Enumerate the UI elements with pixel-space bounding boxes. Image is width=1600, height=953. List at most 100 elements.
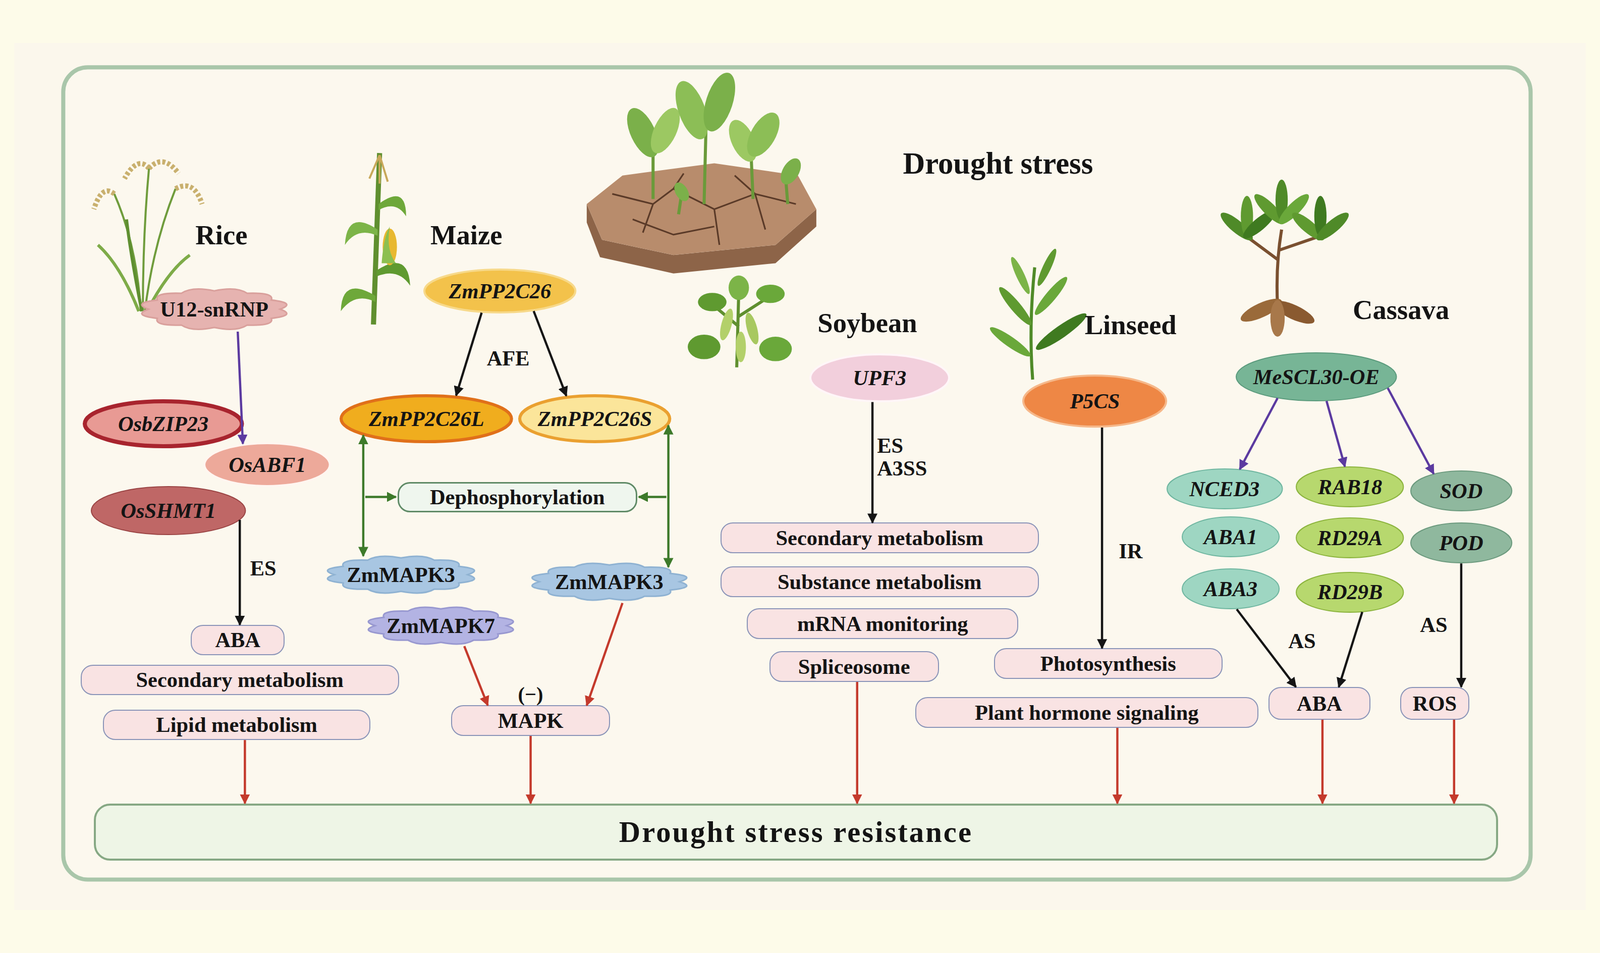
- ellipse-outline: [1296, 466, 1404, 507]
- rice-panicle: [124, 163, 150, 179]
- soybean-leaf: [756, 284, 786, 303]
- node-label: Substance metabolism: [777, 569, 982, 594]
- ellipse-outline: [204, 443, 330, 486]
- process-box: ROS: [1400, 686, 1470, 720]
- rice-panicle: [148, 161, 179, 174]
- process-box: MAPK: [451, 704, 611, 736]
- node-label: ZmPP2C26L: [368, 406, 485, 431]
- arrow-connector: [1100, 427, 1103, 648]
- ellipse-outline: [1236, 352, 1397, 401]
- maize-tassel: [369, 154, 388, 184]
- cloud-node: ZmMAPK3: [527, 560, 692, 603]
- plant-name: Rice: [195, 218, 248, 251]
- rice-panicle: [93, 190, 115, 209]
- cassava-root: [1270, 299, 1285, 337]
- edge-label: ES A3SS: [876, 434, 927, 480]
- gene-ellipse: POD: [1410, 522, 1513, 564]
- edge-label: IR: [1118, 539, 1143, 563]
- arrow-connector: [243, 739, 246, 803]
- process-box: Lipid metabolism: [102, 709, 371, 741]
- gene-ellipse: RAB18: [1295, 466, 1404, 508]
- arrow-connector: [1460, 563, 1463, 687]
- soybean-leaf: [728, 275, 749, 301]
- gene-ellipse: ZmPP2C26L: [339, 394, 514, 444]
- arrow-connector: [533, 310, 567, 396]
- ellipse-outline: [1410, 470, 1512, 511]
- ellipse-outline: [519, 395, 670, 442]
- arrow-connector: [362, 434, 365, 556]
- linseed-stem: [1030, 267, 1035, 380]
- ellipse-outline: [1023, 375, 1167, 427]
- cracked-earth: [586, 68, 817, 273]
- process-box: Dephosphorylation: [397, 481, 638, 513]
- arrow-connector: [456, 312, 482, 396]
- linseed-leaf: [1034, 247, 1060, 288]
- node-label: ZmPP2C26: [449, 278, 552, 304]
- gene-ellipse: RD29A: [1295, 517, 1404, 559]
- node-label: U12-snRNP: [159, 296, 269, 322]
- maize-plant: [340, 152, 411, 325]
- ellipse-outline: [424, 269, 576, 313]
- ellipse-outline: [1182, 568, 1280, 609]
- rice-leaf: [126, 219, 142, 312]
- cloud-outline: [368, 607, 514, 644]
- node-label: ABA: [1296, 690, 1343, 716]
- arrow-connector: [1326, 400, 1345, 467]
- node-label: MeSCL30-OE: [1253, 364, 1380, 390]
- arrow-connector: [667, 425, 670, 568]
- arrow-connector: [1116, 727, 1119, 804]
- gene-ellipse: OsbZIP23: [82, 399, 245, 449]
- soybean-leaf: [687, 334, 721, 360]
- ellipse-outline: [810, 354, 950, 402]
- node-label: Photosynthesis: [1040, 650, 1177, 676]
- soybean-pod: [717, 307, 736, 342]
- gene-ellipse: OsABF1: [203, 442, 331, 487]
- node-label: SOD: [1439, 478, 1483, 504]
- plant-name: Linseed: [1084, 308, 1177, 341]
- node-label: RD29A: [1317, 525, 1384, 550]
- cloud-outline: [141, 289, 287, 330]
- node-label: P5CS: [1069, 388, 1120, 414]
- node-label: Plant hormone signaling: [974, 699, 1199, 725]
- cloud-outline: [327, 556, 475, 593]
- process-box: Secondary metabolism: [720, 522, 1039, 554]
- node-label: Lipid metabolism: [155, 711, 318, 737]
- ellipse-outline: [84, 401, 242, 447]
- gene-ellipse: P5CS: [1022, 374, 1168, 428]
- node-label: OsSHMT1: [120, 498, 216, 523]
- node-label: UPF3: [852, 365, 907, 391]
- maize-leaf: [376, 262, 411, 286]
- rice-panicle: [175, 185, 203, 204]
- arrow-connector: [871, 402, 874, 523]
- linseed-plant: [987, 247, 1090, 380]
- process-box: Spliceosome: [769, 650, 940, 682]
- node-label: RAB18: [1317, 474, 1383, 500]
- gene-ellipse: ZmPP2C26: [423, 268, 577, 314]
- arrow-connector: [1453, 719, 1456, 804]
- cassava-leaf: [1312, 208, 1353, 245]
- ellipse-outline: [91, 486, 246, 535]
- node-label: ABA3: [1203, 576, 1258, 601]
- maize-husk: [381, 226, 396, 264]
- ellipse-outline: [1410, 522, 1512, 563]
- process-box: Substance metabolism: [720, 566, 1039, 597]
- cloud-node: ZmMAPK3: [323, 553, 479, 596]
- process-box: Secondary metabolism: [80, 664, 400, 696]
- title: Drought stress: [902, 145, 1093, 182]
- rice-plant: [93, 161, 202, 312]
- arrow-connector: [1387, 388, 1434, 474]
- arrow-connector: [856, 681, 859, 804]
- soybean-pod: [735, 331, 746, 363]
- process-box: mRNA monitoring: [746, 608, 1019, 639]
- seedling-leaf: [776, 154, 805, 188]
- ellipse-outline: [1182, 516, 1280, 557]
- edge-label: AFE: [486, 347, 530, 370]
- linseed-leaf: [1008, 255, 1033, 296]
- node-label: Secondary metabolism: [775, 525, 984, 550]
- maize-leaf: [345, 222, 378, 245]
- process-box: ABA: [1268, 686, 1371, 720]
- soybean-pod: [742, 311, 761, 346]
- ellipse-outline: [341, 395, 512, 442]
- node-label: ABA: [214, 627, 261, 652]
- gene-ellipse: ZmPP2C26S: [518, 394, 672, 444]
